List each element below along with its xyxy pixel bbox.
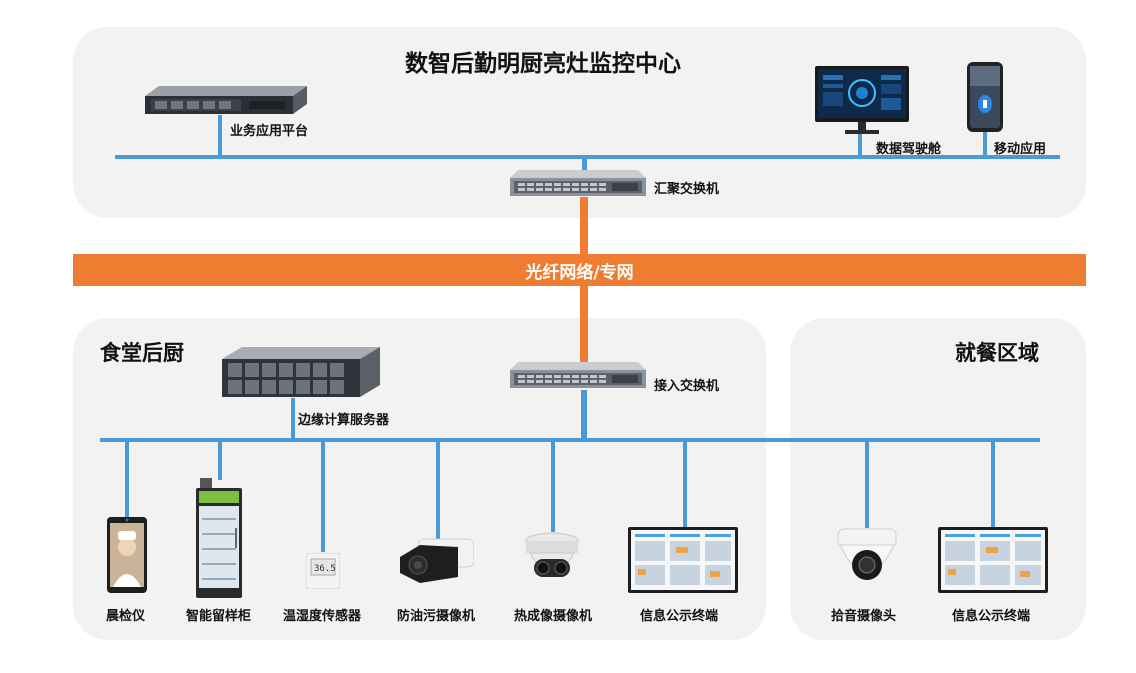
svg-text:36.5: 36.5 [314,564,336,574]
business-platform-label: 业务应用平台 [230,124,309,139]
data-cockpit-label: 数据驾驶舱 [876,142,942,157]
device-label-oil-camera: 防油污摄像机 [397,609,476,624]
display-terminal-icon [938,527,1048,593]
drop-line-8 [991,440,995,528]
agg-switch-up-line [582,157,587,171]
display-terminal-icon [628,527,738,593]
monitor-icon [815,66,909,136]
drop-line-5 [551,440,555,532]
device-label-morning-check: 晨检仪 [106,609,146,624]
dome-camera-icon [524,531,580,589]
bullet-camera-icon [398,537,474,589]
access-switch-label: 接入交换机 [654,379,720,394]
cockpit-drop-line [858,133,862,157]
mobile-app-label: 移动应用 [994,142,1047,157]
fiber-downlink [580,285,588,367]
sensor-icon: 36.5 [306,553,340,589]
device-label-sensor: 温湿度传感器 [283,609,362,624]
storage-server-icon [222,347,380,399]
device-label-info-terminal: 信息公示终端 [640,609,719,624]
device-label-dining-info-terminal: 信息公示终端 [952,609,1031,624]
fiber-uplink [580,197,588,255]
aggregation-switch-label: 汇聚交换机 [654,182,720,197]
device-label-thermal-camera: 热成像摄像机 [514,609,593,624]
dining-title: 就餐区域 [955,341,1039,365]
network-switch-icon [510,170,646,200]
mobile-drop-line [983,132,987,157]
drop-line-2 [218,440,222,480]
center-bus-line [115,155,1060,159]
sample-cabinet-icon [196,478,242,598]
fiber-network-band: 光纤网络/专网 [73,254,1086,286]
face-terminal-icon [107,517,147,593]
drop-line-6 [683,440,687,528]
drop-line-3 [321,440,325,552]
center-title: 数智后勤明厨亮灶监控中心 [405,51,681,77]
drop-line-4 [436,440,440,540]
edge-server-drop-line [291,398,295,440]
device-label-sample-cabinet: 智能留样柜 [186,609,252,624]
kitchen-title: 食堂后厨 [100,341,184,365]
network-switch-icon [510,362,646,392]
rack-server-icon [145,86,307,116]
drop-line-7 [865,440,869,528]
platform-drop-line [218,115,222,157]
drop-line-1 [125,440,129,518]
fiber-network-label: 光纤网络/专网 [525,262,634,283]
dome-camera-icon [834,527,900,593]
device-label-audio-camera: 拾音摄像头 [831,609,897,624]
edge-server-label: 边缘计算服务器 [298,413,390,428]
phone-icon [967,62,1003,132]
access-switch-down-line [581,390,587,440]
kitchen-bus-line [100,438,1040,442]
